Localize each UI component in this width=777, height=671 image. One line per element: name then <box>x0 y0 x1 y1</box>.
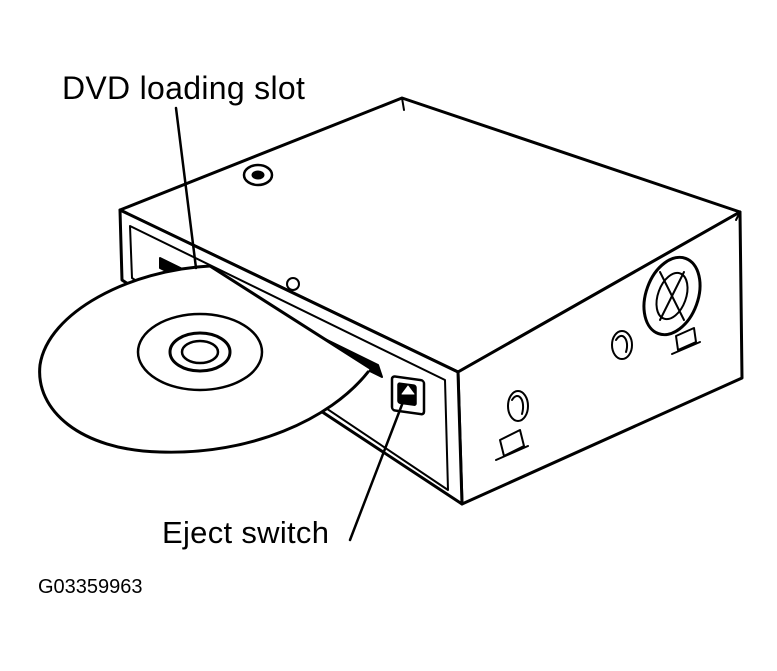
eject-switch <box>390 375 426 416</box>
disc-center-hole <box>180 339 220 365</box>
dvd-loading-slot-label: DVD loading slot <box>62 70 306 106</box>
leader-line-slot <box>174 106 198 270</box>
dvd-disc <box>38 264 372 454</box>
leader-line-eject <box>348 400 405 542</box>
side-fan <box>642 255 702 337</box>
eject-switch-label: Eject switch <box>162 515 330 550</box>
side-connector-symbols <box>495 327 701 461</box>
disc-hub-outer <box>136 312 264 392</box>
disc-hub-ring <box>168 331 232 373</box>
figure-code: G03359963 <box>38 576 143 598</box>
top-screw <box>242 163 274 187</box>
